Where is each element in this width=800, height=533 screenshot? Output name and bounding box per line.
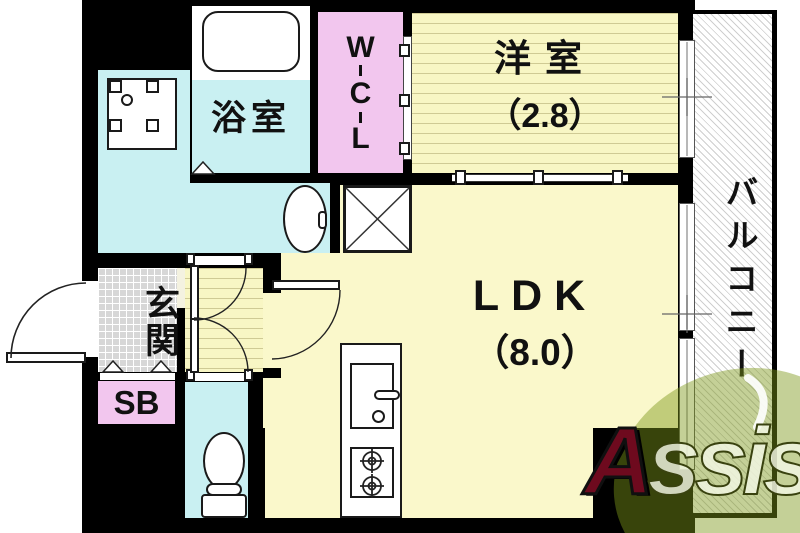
- ldk-lower: [265, 428, 593, 518]
- wcl-char-l: L: [351, 122, 370, 155]
- entrance-label: 玄関: [140, 285, 179, 359]
- hallway-entrance-opening: [177, 268, 185, 308]
- ldk-label: LDK: [472, 272, 598, 320]
- washroom-door-post: [244, 253, 253, 265]
- washer-drain: [121, 94, 133, 106]
- shoe-box: [98, 381, 175, 424]
- western-room-size: （2.8）: [487, 97, 603, 135]
- vanity-faucet: [318, 211, 327, 229]
- entrance-door-swing-arc: [10, 282, 87, 359]
- closet-door-handle: [399, 44, 410, 57]
- closet-door-handle: [399, 142, 410, 155]
- logo-letters-ssist: ssist: [646, 408, 800, 515]
- watermark-logo-text: Assist: [582, 412, 800, 511]
- washer-pan-corner: [109, 80, 122, 93]
- washer-pan: [107, 78, 177, 150]
- bathroom-label: 浴室: [210, 99, 291, 138]
- balcony: [693, 10, 777, 518]
- entrance-opening: [82, 281, 98, 357]
- wcl-separator: [359, 112, 362, 123]
- hallway-ldk-wall-stub2: [263, 368, 281, 378]
- wcl-separator: [359, 65, 362, 76]
- wcl-char-w: W: [346, 31, 375, 64]
- ldk-size: （8.0）: [472, 332, 598, 373]
- wcl-char-c: C: [349, 76, 372, 110]
- toilet-door-leaf: [190, 318, 199, 373]
- western-room-label: 洋室: [494, 38, 596, 79]
- balcony-label: バルコニー: [721, 174, 758, 390]
- washer-pan-corner: [109, 119, 122, 132]
- washroom-door-post: [186, 253, 195, 265]
- ldk-window-upper: [679, 203, 695, 331]
- sliding-door-handle: [533, 170, 544, 185]
- toilet-door-post: [244, 369, 253, 381]
- sliding-door-handle: [455, 170, 466, 185]
- walk-in-closet: [318, 12, 403, 173]
- entrance-genkan: [98, 268, 177, 372]
- bathtub: [202, 11, 300, 72]
- western-room-window: [679, 40, 695, 158]
- entrance-door-leaf: [6, 352, 86, 363]
- kitchen-faucet: [374, 390, 400, 400]
- washer-pan-corner: [146, 80, 159, 93]
- logo-letter-a: A: [582, 408, 654, 515]
- toilet-door-track: [190, 373, 250, 381]
- entrance-step-strip: [100, 373, 175, 380]
- washroom-door-track: [190, 256, 250, 265]
- washroom-door-leaf: [190, 265, 199, 320]
- toilet-tank: [201, 494, 247, 518]
- refrigerator-space: [343, 185, 412, 253]
- ldk-door-leaf: [272, 280, 340, 290]
- kitchen-stove: [350, 447, 394, 498]
- sink-drain: [372, 410, 385, 423]
- closet-door-handle: [399, 94, 410, 107]
- shoe-box-label: SB: [113, 384, 160, 421]
- western-room: [412, 13, 678, 173]
- washer-pan-corner: [146, 119, 159, 132]
- wcl-label: W C L: [318, 32, 403, 155]
- toilet-bowl: [203, 432, 245, 490]
- sliding-door-handle: [612, 170, 623, 185]
